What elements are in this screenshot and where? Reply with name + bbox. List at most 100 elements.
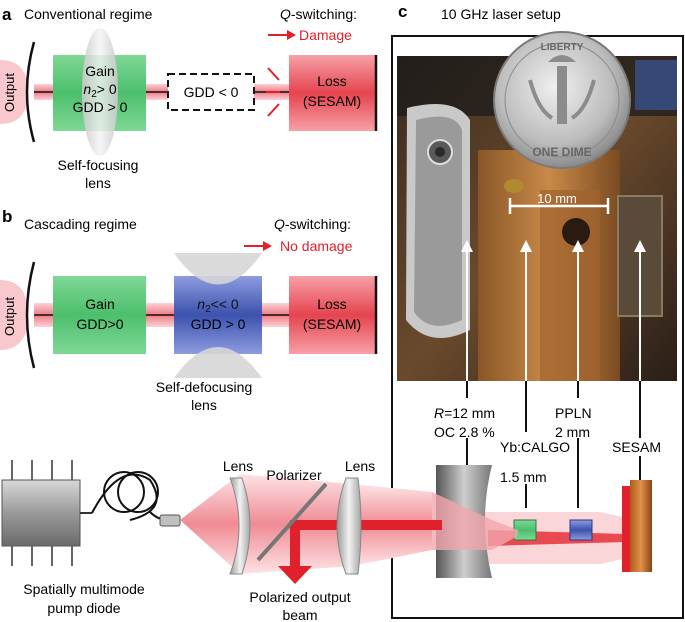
mirror-mount-inner [414,116,462,326]
qswitch-rest-b: -switching: [285,216,351,232]
panel-b-title: Cascading regime [24,216,137,232]
calgo-label-line1: Yb:CALGO [500,439,570,455]
crystal-b-line1: n2<< 0 [197,296,239,315]
pointer-arrow-heads [461,240,646,252]
n-symbol: n [83,81,91,97]
mirror-r-value: =12 mm [444,405,495,421]
lens-b-line2: lens [191,397,217,413]
panel-a-qswitch-label: Q-switching: [280,6,357,22]
ppln-hole [562,218,590,246]
sesam-heat-sink [630,480,652,572]
defocusing-lens-top [174,253,262,285]
output-mirror-b [25,261,36,369]
output-beam-down [290,520,300,570]
mirror-label-line2: OC 2.8 % [434,424,495,440]
scale-bar-label: 10 mm [537,191,577,206]
pump-section: Lens Polarizer Lens Spatially multimode … [1,458,518,622]
calgo-label-line2: 1.5 mm [500,469,547,485]
n-symbol-b: n [197,296,205,312]
lens-a-line1: Self-focusing [58,157,139,173]
pump-beam [180,474,352,574]
mirror-r-symbol: R [434,405,444,421]
loss-b-line2: (SESAM) [303,316,361,332]
fiber-collimator [159,514,181,527]
sesam-chip [622,486,630,572]
output-beam-label-line1: Polarized output [249,589,350,605]
lens-a-line2: lens [85,175,111,191]
ppln-label-line2: 2 mm [555,424,590,440]
dime-torch-icon [557,66,567,124]
n-rest-b: << 0 [211,296,239,312]
panel-b-qswitch-label: Q-switching: [274,216,351,232]
diode-body [1,479,81,547]
crystal-block-b [174,276,262,354]
crystal-b-line2: GDD > 0 [191,316,246,332]
loss-block-a [289,55,376,131]
photo-blue-cable [635,60,677,110]
mirror-label-line1: R=12 mm [434,405,495,421]
output-mirror-a [25,41,36,143]
gain-a-line1: Gain [85,63,115,79]
polarizer-label: Polarizer [266,467,322,483]
ppln-label-line1: PPLN [555,405,592,421]
pump-lens-1 [229,477,251,575]
gain-block-b [53,276,146,354]
gain-b-line2: GDD>0 [76,316,123,332]
lens2-label: Lens [345,458,375,474]
panel-a-damage: Damage [299,27,352,43]
dime-flame-icon [548,55,576,62]
dime-inner-ring [504,42,620,158]
n-subscript: 2 [91,89,97,100]
output-beam-b [0,280,28,350]
panel-a: a Conventional regime Q-switching: Damag… [0,5,378,191]
n-subscript-b: 2 [205,304,211,315]
q-italic: Q [280,6,291,22]
scale-bar: 10 mm [508,191,610,214]
output-beam-line [296,520,442,530]
dime-top-text: LIBERTY [541,42,584,53]
output-label-a: Output [2,73,17,112]
damage-spark-icon [266,67,280,117]
lens-b-line1: Self-defocusing [156,379,253,395]
loss-b-line1: Loss [317,296,347,312]
panel-a-title: Conventional regime [24,6,153,22]
loss-a-line1: Loss [317,73,347,89]
output-beam-arrow-head [278,566,312,584]
panel-b: b Cascading regime Q-switching: No damag… [0,207,378,413]
gain-b-line1: Gain [85,296,115,312]
panel-letter-b: b [2,207,12,226]
output-beam-label-line2: beam [282,607,317,622]
q-italic-b: Q [274,216,285,232]
qswitch-rest: -switching: [291,6,357,22]
dime-bottom-text: ONE DIME [532,145,591,159]
calgo-screw-icon [504,179,524,193]
lens1-label: Lens [223,458,253,474]
diode-label-line1: Spatially multimode [23,581,145,597]
loss-a-line2: (SESAM) [303,93,361,109]
pump-diode [1,460,92,566]
self-focusing-lens-icon [82,28,118,156]
damage-arrow-head [287,30,296,40]
ppln-crystal [569,519,593,541]
gdd-box-a [167,73,255,111]
defocusing-lens-bottom [174,347,262,378]
n-rest: > 0 [97,81,117,97]
output-label-b: Output [2,297,17,336]
mount-screw-center [435,147,445,157]
pump-beam-focus [432,492,518,550]
fiber-coil-icon [91,471,180,521]
panel-c-title: 10 GHz laser setup [441,6,561,22]
no-damage-arrow-head [263,241,272,251]
pump-lens-2 [336,477,362,575]
panel-letter-a: a [2,5,12,24]
diode-pins [11,460,73,566]
dime-oak-branch-icon [570,79,596,120]
diode-label-line2: pump diode [47,600,120,616]
gain-a-line3: GDD > 0 [73,99,128,115]
output-beam-a [0,60,28,124]
gain-a-line2: n2> 0 [83,81,116,100]
sesam-label: SESAM [612,439,661,455]
panel-b-no-damage: No damage [280,238,353,254]
dime-olive-branch-icon [528,79,554,120]
